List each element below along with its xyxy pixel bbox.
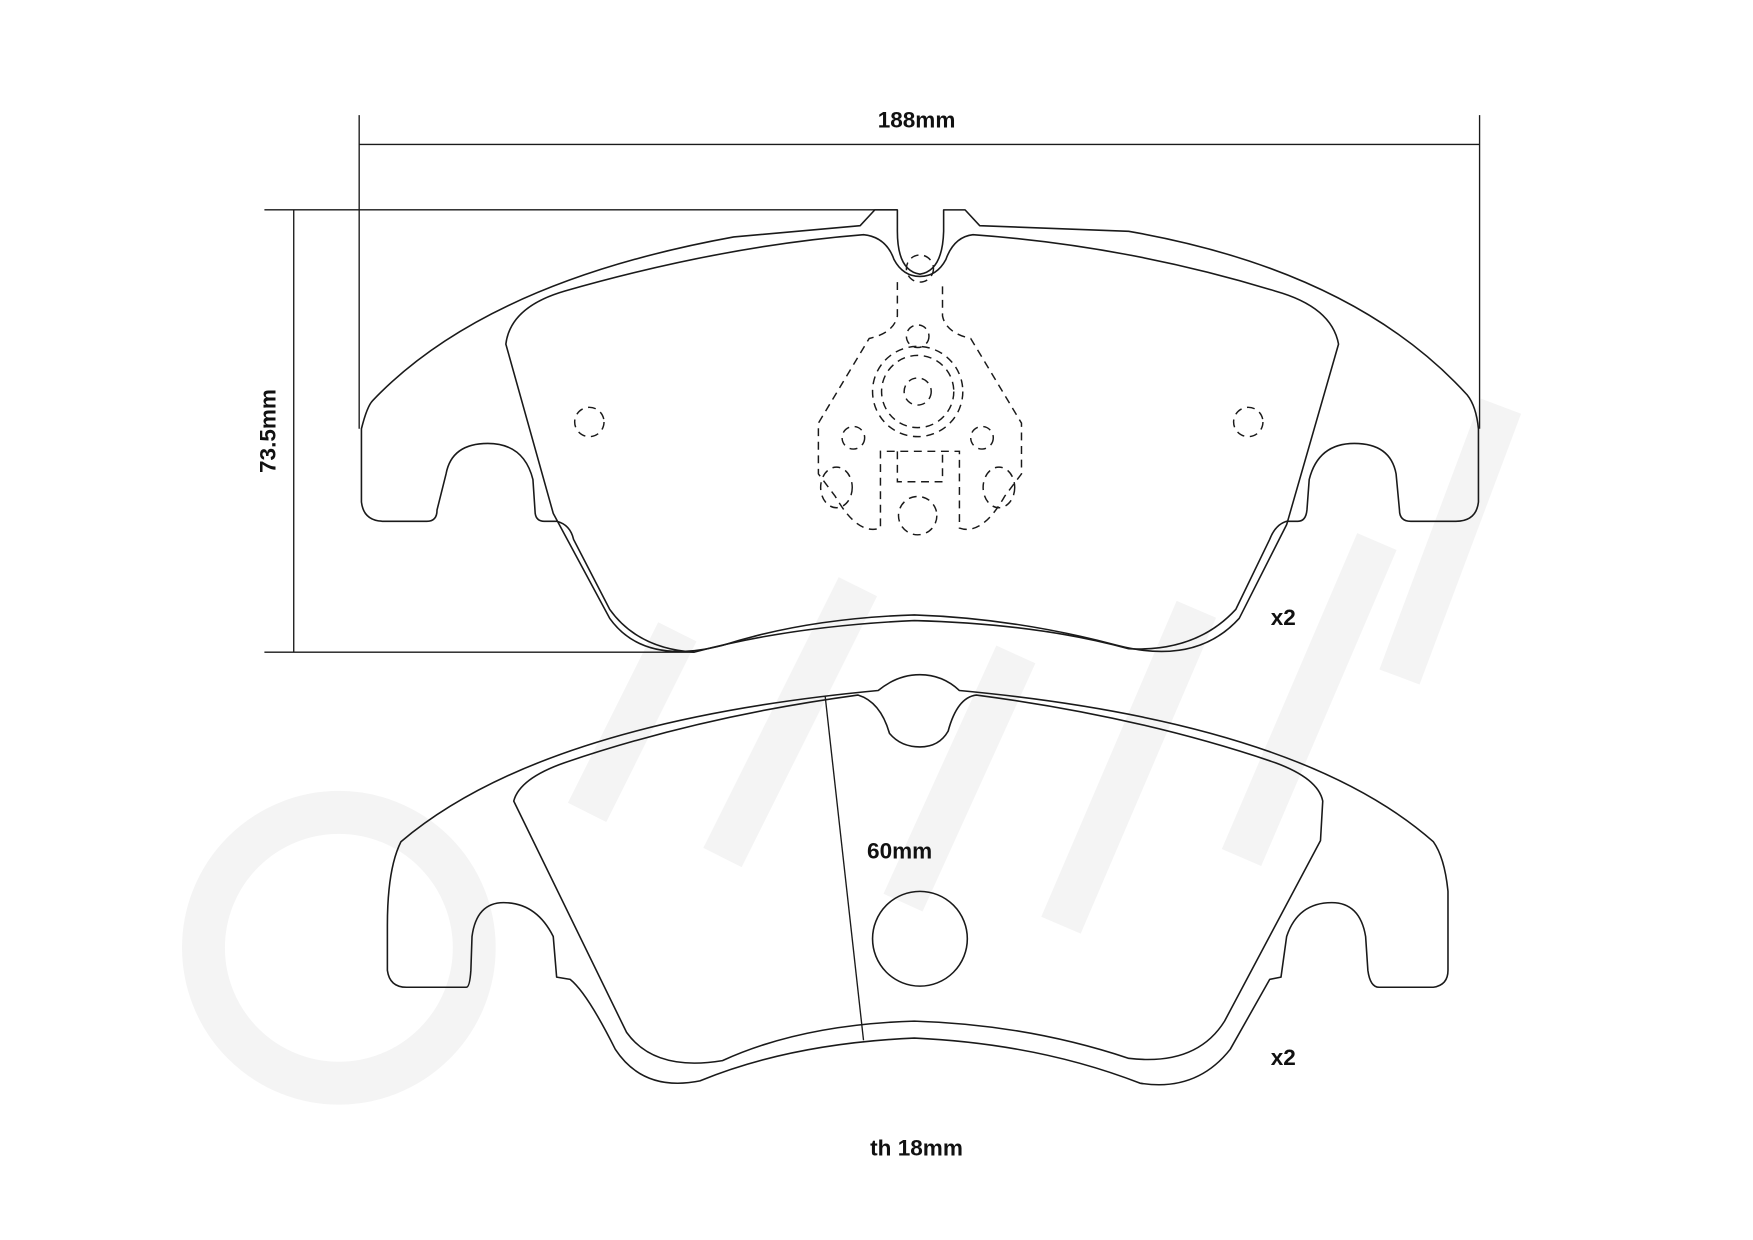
- friction-height-line: [824, 696, 865, 1041]
- sensor-mount-dashed: [817, 254, 1023, 536]
- bottom-pad-plate-outline: [386, 673, 1449, 1086]
- width-dimension: 188mm: [358, 107, 1481, 429]
- thickness-label: th 18mm: [870, 1135, 963, 1160]
- friction-height-label: 60mm: [867, 839, 932, 864]
- center-hole: [871, 890, 969, 987]
- top-pad-friction-outline: [505, 233, 1340, 653]
- height-label: 73.5mm: [256, 389, 281, 473]
- bottom-pad: 60mm x2: [386, 673, 1449, 1086]
- bottom-pad-quantity: x2: [1271, 1045, 1296, 1070]
- bottom-pad-friction-outline: [512, 694, 1324, 1064]
- top-pad: x2: [360, 209, 1480, 653]
- right-pin-dashed: [1232, 406, 1264, 438]
- top-pad-quantity: x2: [1271, 605, 1296, 630]
- left-pin-dashed: [573, 406, 605, 438]
- watermark-logo: [182, 398, 1522, 1105]
- width-label: 188mm: [878, 107, 956, 132]
- height-dimension: 73.5mm: [256, 209, 898, 653]
- top-pad-plate-outline: [360, 209, 1480, 653]
